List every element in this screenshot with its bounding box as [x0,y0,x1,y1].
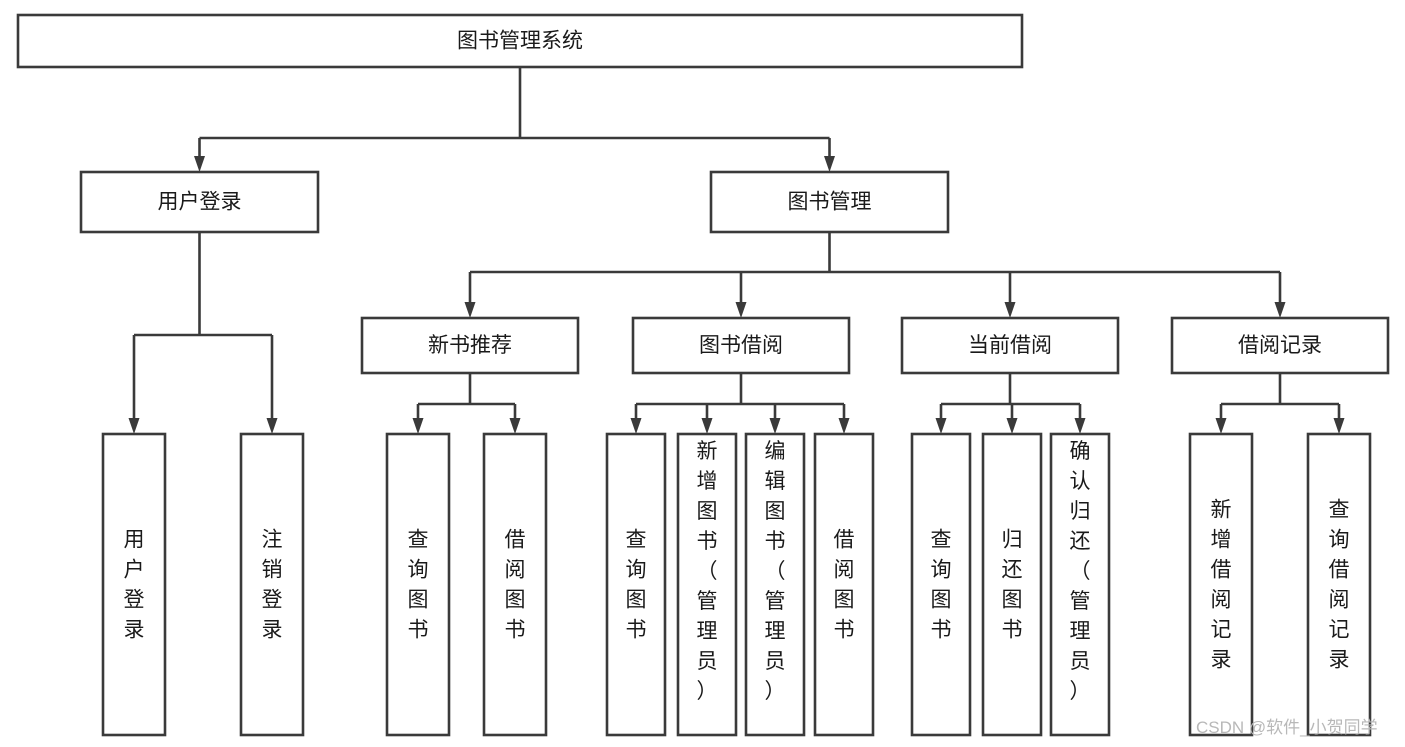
arrow-head-icon-leaf-add-record [1215,418,1227,434]
node-box-new-book-rec [360,316,580,375]
node-box-book-manage [709,170,950,234]
node-label-root: 图书管理系统 [457,30,583,53]
node-label-leaf-borrow-book-1: 借阅图书 [505,529,526,642]
node-label-book-manage: 图书管理 [788,191,872,214]
node-box-leaf-query-book-1 [385,432,451,737]
node-box-root [16,13,1024,69]
node-label-current-borrow: 当前借阅 [968,334,1052,357]
arrow-head-icon-leaf-user-logout [266,418,278,434]
node-box-leaf-user-login [101,432,167,737]
arrow-head-icon-leaf-query-record [1333,418,1345,434]
node-box-leaf-confirm-return [1049,432,1111,737]
node-box-leaf-user-logout [239,432,305,737]
node-box-borrow-record [1170,316,1390,375]
node-leaf-add-book-admin[interactable]: 新增图书（管理员） [676,432,738,737]
node-leaf-user-login[interactable]: 用户登录 [101,432,167,737]
node-leaf-query-record[interactable]: 查询借阅记录 [1306,432,1372,737]
node-user-login[interactable]: 用户登录 [79,170,320,234]
node-label-leaf-query-book-2: 查询图书 [626,529,647,642]
node-label-leaf-add-record: 新增借阅记录 [1211,499,1232,672]
arrow-head-icon-leaf-return-book [1006,418,1018,434]
node-label-leaf-query-book-1: 查询图书 [408,529,429,642]
node-box-leaf-return-book [981,432,1043,737]
arrow-head-icon-leaf-edit-book-admin [769,418,781,434]
node-box-leaf-add-book-admin [676,432,738,737]
node-root[interactable]: 图书管理系统 [16,13,1024,69]
node-new-book-rec[interactable]: 新书推荐 [360,316,580,375]
node-box-leaf-query-record [1306,432,1372,737]
node-box-leaf-query-book-3 [910,432,972,737]
arrow-head-icon-borrow-record [1274,302,1286,318]
node-leaf-confirm-return[interactable]: 确认归还（管理员） [1049,432,1111,737]
node-current-borrow[interactable]: 当前借阅 [900,316,1120,375]
arrow-head-icon-new-book-rec [464,302,476,318]
csdn-watermark: CSDN @软件_小贺同学 [1196,718,1378,737]
node-label-book-borrow: 图书借阅 [699,334,783,357]
arrow-head-icon-leaf-query-book-3 [935,418,947,434]
node-leaf-return-book[interactable]: 归还图书 [981,432,1043,737]
node-box-leaf-borrow-book-1 [482,432,548,737]
node-label-leaf-user-logout: 注销登录 [262,529,283,642]
node-box-leaf-add-record [1188,432,1254,737]
node-label-leaf-confirm-return: 确认归还（管理员） [1070,440,1091,703]
node-leaf-add-record[interactable]: 新增借阅记录 [1188,432,1254,737]
node-box-user-login [79,170,320,234]
node-book-borrow[interactable]: 图书借阅 [631,316,851,375]
arrow-head-icon-leaf-add-book-admin [701,418,713,434]
node-label-leaf-add-book-admin: 新增图书（管理员） [697,440,718,703]
node-label-leaf-borrow-book-2: 借阅图书 [834,529,855,642]
node-box-leaf-edit-book-admin [744,432,806,737]
node-leaf-query-book-1[interactable]: 查询图书 [385,432,451,737]
connector-layer [128,67,1345,434]
node-leaf-borrow-book-1[interactable]: 借阅图书 [482,432,548,737]
node-label-leaf-user-login: 用户登录 [124,529,145,642]
node-leaf-user-logout[interactable]: 注销登录 [239,432,305,737]
node-label-new-book-rec: 新书推荐 [428,334,512,357]
node-leaf-query-book-3[interactable]: 查询图书 [910,432,972,737]
node-label-leaf-return-book: 归还图书 [1002,529,1023,642]
arrow-head-icon-book-manage [824,156,835,172]
arrow-head-icon-book-borrow [735,302,747,318]
node-label-borrow-record: 借阅记录 [1238,334,1322,357]
arrow-head-icon-current-borrow [1004,302,1016,318]
arrow-head-icon-leaf-query-book-2 [630,418,642,434]
node-box-leaf-borrow-book-2 [813,432,875,737]
node-label-leaf-query-book-3: 查询图书 [931,529,952,642]
arrow-head-icon-leaf-borrow-book-2 [838,418,850,434]
node-label-leaf-edit-book-admin: 编辑图书（管理员） [765,440,786,703]
node-borrow-record[interactable]: 借阅记录 [1170,316,1390,375]
node-leaf-edit-book-admin[interactable]: 编辑图书（管理员） [744,432,806,737]
node-leaf-query-book-2[interactable]: 查询图书 [605,432,667,737]
node-box-book-borrow [631,316,851,375]
node-leaf-borrow-book-2[interactable]: 借阅图书 [813,432,875,737]
node-label-user-login: 用户登录 [158,191,242,214]
arrow-head-icon-leaf-query-book-1 [412,418,424,434]
arrow-head-icon-leaf-borrow-book-1 [509,418,521,434]
node-box-leaf-query-book-2 [605,432,667,737]
node-label-leaf-query-record: 查询借阅记录 [1329,499,1350,672]
arrow-head-icon-leaf-user-login [128,418,140,434]
node-book-manage[interactable]: 图书管理 [709,170,950,234]
arrow-head-icon-user-login [194,156,205,172]
arrow-head-icon-leaf-confirm-return [1074,418,1086,434]
node-box-current-borrow [900,316,1120,375]
node-layer: 用户登录图书管理新书推荐图书借阅当前借阅借阅记录用户登录注销登录查询图书借阅图书… [16,13,1390,737]
